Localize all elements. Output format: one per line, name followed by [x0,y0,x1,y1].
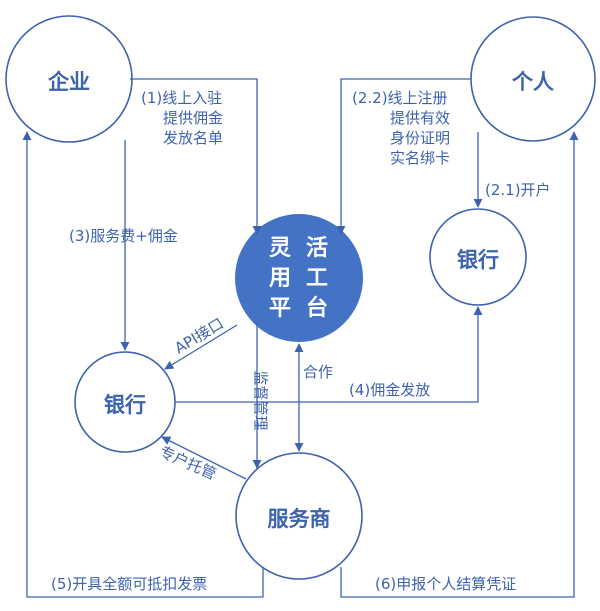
edge-commission-payout [175,306,483,403]
edge-label-supervise: 监督管理 [251,370,270,431]
edge-label-1-line1: (1)线上入驻 [141,89,223,107]
enterprise-label: 企业 [48,70,90,94]
edge-individual-to-platform [336,78,471,235]
platform-char-5: 平 [269,296,292,321]
platform-char-3: 用 [269,266,292,291]
edge-api [164,324,238,370]
edge-label-22-line4: 实名绑卡 [390,149,451,167]
edge-label-3: (3)服务费+佣金 [69,227,178,245]
edge-settlement [340,131,579,598]
bank-left-label: 银行 [104,393,146,417]
individual-label: 个人 [512,70,554,94]
bank-right-label: 银行 [457,248,499,272]
edge-custody [161,436,247,480]
edge-label-22-line2: 提供有效 [390,109,451,127]
service-provider-circle [235,452,363,580]
edge-label-coop: 合作 [303,363,334,381]
edge-label-1-line2: 提供佣金 [163,109,224,127]
edge-label-22-line1: (2.2)线上注册 [352,89,448,107]
platform-circle [235,214,363,342]
edge-label-5: (5)开具全额可抵扣发票 [51,575,208,593]
edge-label-22-line3: 身份证明 [390,129,451,147]
platform-char-6: 台 [306,296,329,321]
edge-label-21: (2.1)开户 [485,181,551,199]
edge-enterprise-to-platform [130,78,262,235]
platform-char-2: 活 [306,236,329,261]
platform-char-4: 工 [306,266,329,291]
edge-label-1-line3: 发放名单 [163,129,224,147]
platform-char-1: 灵 [269,236,292,261]
service-provider-label: 服务商 [267,507,331,531]
bank-right-circle [429,208,527,306]
edge-label-4: (4)佣金发放 [349,381,431,399]
edge-invoice [22,131,264,598]
edge-label-6: (6)申报个人结算凭证 [375,575,517,593]
